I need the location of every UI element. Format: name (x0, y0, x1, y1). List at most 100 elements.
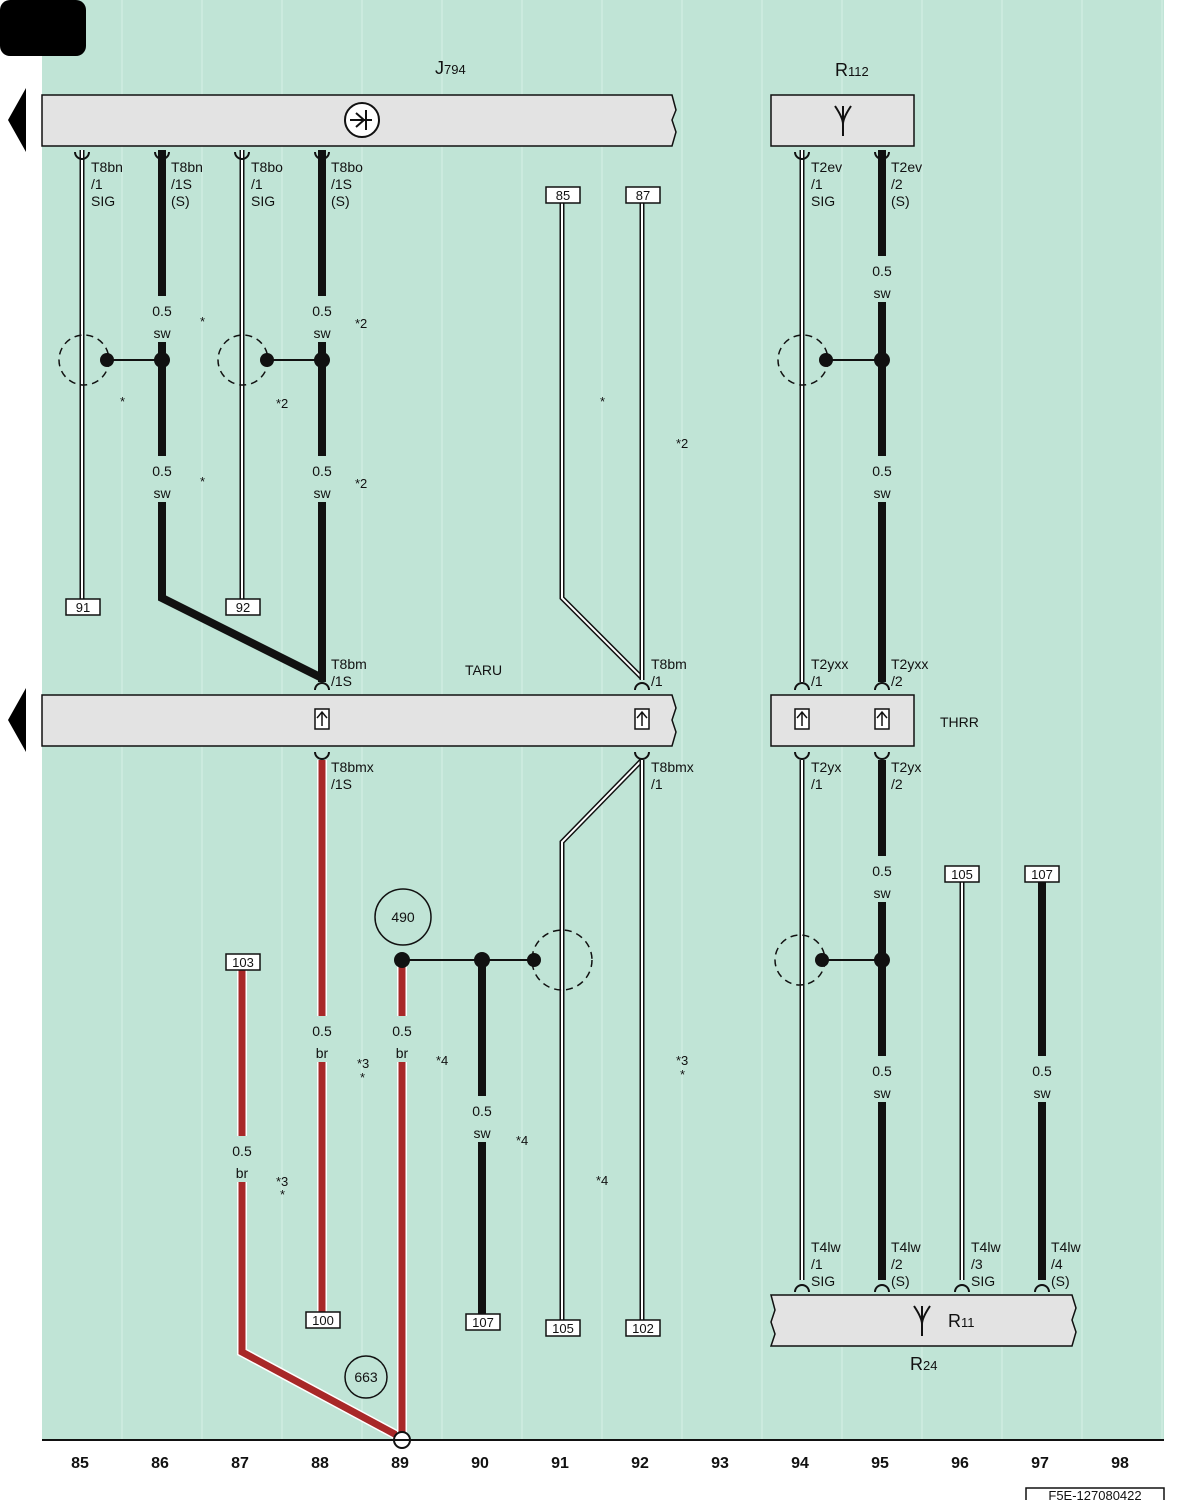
r11-label: R11 (948, 1311, 975, 1331)
pin-terminal (634, 751, 650, 760)
r112-label: R112 (835, 60, 869, 80)
svg-text:100: 100 (312, 1313, 334, 1328)
continuation-arrow-middle (8, 688, 26, 752)
svg-text:0.5sw: 0.5sw (1032, 1063, 1052, 1101)
svg-text:490: 490 (391, 909, 415, 925)
junction-dot (154, 352, 170, 368)
pin-terminal (794, 682, 810, 691)
column-number: 93 (711, 1455, 729, 1472)
ref-box-105-right: 105 (944, 865, 980, 883)
junction-dot (815, 953, 829, 967)
note-marker: *4 (596, 1173, 608, 1188)
note-marker: *2 (676, 436, 688, 451)
svg-text:0.5br: 0.5br (232, 1143, 252, 1181)
pin-terminal (74, 151, 90, 160)
svg-text:85: 85 (556, 188, 570, 203)
pin-terminal (154, 151, 170, 160)
pin-terminal (634, 682, 650, 691)
column-number: 85 (71, 1455, 89, 1472)
junction-dots (100, 352, 890, 968)
j794-symbol-icon (344, 102, 380, 138)
note-marker: *3 (676, 1053, 688, 1068)
svg-text:107: 107 (472, 1315, 494, 1330)
note-marker: * (360, 1070, 365, 1085)
ref-box-105: 105 (545, 1319, 581, 1337)
pin-label-t4lw-4: T4lw/4(S) (1051, 1239, 1081, 1289)
wire-87-bottom (238, 970, 404, 1442)
j794-label: J794 (435, 58, 466, 78)
pin-label-t4lw-2: T4lw/2(S) (891, 1239, 921, 1289)
antenna-icon (834, 105, 852, 136)
junction-dot (260, 353, 274, 367)
svg-text:0.5sw: 0.5sw (312, 463, 332, 501)
footnote-markers: * *2 * *2 * *2 * *2 *3 * *4 *3 * *4 *4 *… (120, 314, 688, 1202)
junction-dot (314, 352, 330, 368)
ref-box-103: 103 (225, 953, 261, 971)
junction-dot (100, 353, 114, 367)
junction-dot (874, 952, 890, 968)
taru-housing (41, 694, 677, 747)
pin-label-t2ev-2: T2ev/2(S) (891, 159, 922, 209)
note-marker: *2 (276, 396, 288, 411)
ref-box-107-right: 107 (1024, 865, 1060, 883)
note-marker: *2 (355, 316, 367, 331)
wire-91-92-top-core (561, 202, 643, 679)
svg-text:107: 107 (1031, 867, 1053, 882)
note-marker: * (120, 394, 125, 409)
pin-terminal (954, 1284, 970, 1293)
svg-text:0.5sw: 0.5sw (472, 1103, 492, 1141)
pin-terminals (74, 151, 1050, 1293)
column-number: 97 (1031, 1455, 1049, 1472)
connector-symbols (314, 708, 890, 730)
column-number: 91 (551, 1455, 569, 1472)
pin-terminal (794, 1284, 810, 1293)
note-marker: *4 (436, 1053, 448, 1068)
pin-terminal (874, 1284, 890, 1293)
junction-dot (394, 952, 410, 968)
svg-text:0.5sw: 0.5sw (872, 1063, 892, 1101)
pin-label-t2yxx-2: T2yxx/2 (891, 656, 928, 689)
note-marker: * (280, 1187, 285, 1202)
svg-text:92: 92 (236, 600, 250, 615)
pin-terminal (314, 751, 330, 760)
column-number: 90 (471, 1455, 489, 1472)
column-number: 94 (791, 1455, 809, 1472)
column-number: 89 (391, 1455, 409, 1472)
note-marker: * (680, 1067, 685, 1082)
svg-text:0.5sw: 0.5sw (152, 303, 172, 341)
note-marker: * (600, 394, 605, 409)
svg-text:103: 103 (232, 955, 254, 970)
pin-terminal (234, 151, 250, 160)
svg-text:87: 87 (636, 188, 650, 203)
continuation-arrow-top (8, 88, 26, 152)
note-marker: * (200, 474, 205, 489)
doc-code: F5E-127080422 (1048, 1488, 1141, 1500)
pin-label-t8bmx-1: T8bmx/1 (651, 759, 694, 792)
doc-code-box (1025, 1487, 1165, 1500)
ref-box-102: 102 (625, 1319, 661, 1337)
pin-terminal (794, 151, 810, 160)
thrr-housing (770, 694, 915, 747)
pin-terminal (314, 682, 330, 691)
ref-box-100: 100 (305, 1311, 341, 1329)
ref-box-92: 92 (225, 598, 261, 616)
junction-dot (819, 353, 833, 367)
pin-label-t8bmx-1s: T8bmx/1S (331, 759, 374, 792)
svg-text:105: 105 (552, 1321, 574, 1336)
r24-label: R24 (910, 1354, 937, 1374)
page-tab (0, 0, 86, 56)
